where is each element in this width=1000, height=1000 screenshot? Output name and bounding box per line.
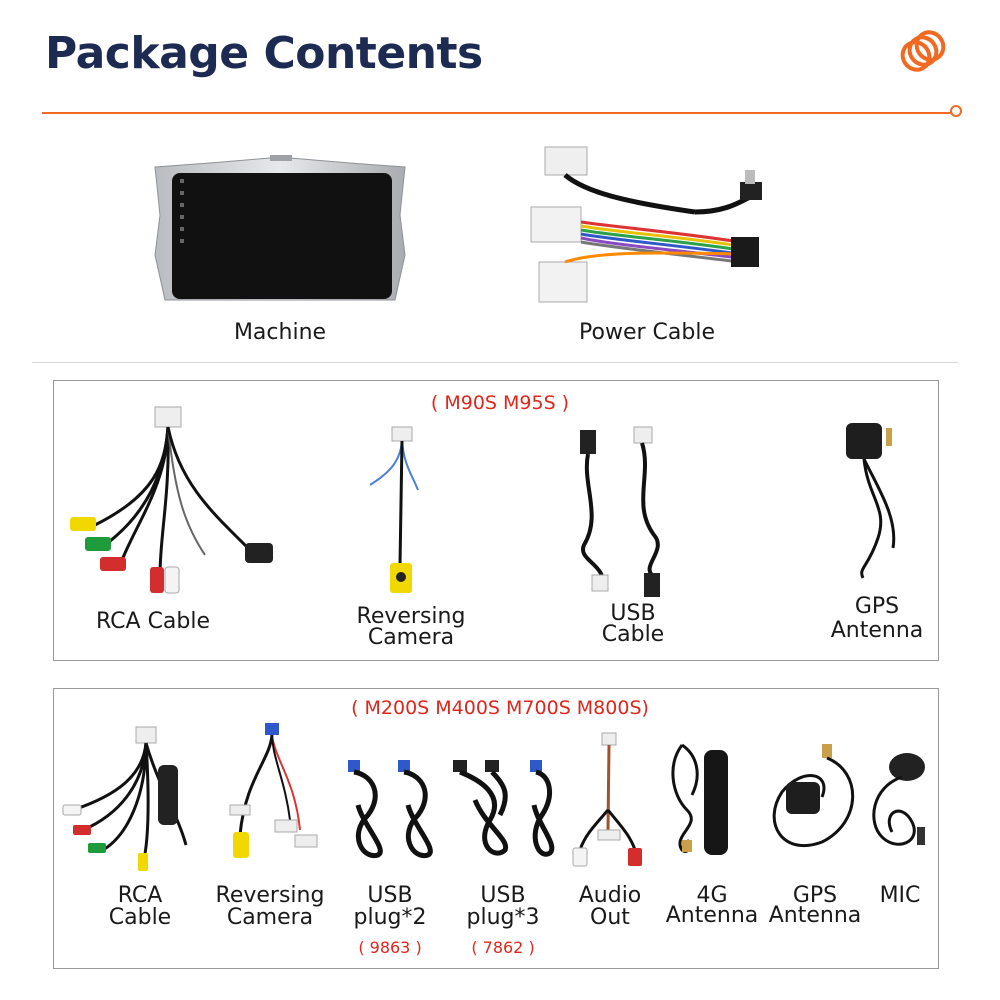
usb-plug-3-label-2: plug*3 — [466, 905, 540, 930]
usb-cable-label-2: Cable — [601, 622, 665, 647]
4g-antenna-label-1: 4G — [696, 883, 728, 908]
usb-plug-2-icon — [348, 760, 433, 859]
microphone-icon — [872, 753, 925, 846]
power-cable-label: Power Cable — [579, 320, 715, 345]
reversing-camera-label-2: Camera — [367, 625, 455, 650]
orange-coil-logo-icon — [900, 30, 946, 72]
rca-cable-label-2b: Cable — [108, 905, 172, 930]
gps-antenna-icon — [846, 423, 896, 579]
section-divider — [32, 362, 958, 363]
reversing-camera-label-2b: Camera — [226, 905, 314, 930]
usb-cable-icon — [580, 426, 660, 597]
car-stereo-unit-icon — [154, 155, 406, 301]
wiring-harness-icon — [530, 146, 762, 303]
4g-antenna-icon — [671, 743, 728, 855]
gps-antenna-label-2: Antenna — [830, 618, 924, 643]
usb-plug-2-code: ( 9863 ) — [358, 938, 422, 957]
rca-cable-icon — [70, 406, 273, 594]
group1-models-label: ( M90S M95S ) — [430, 392, 570, 414]
gps-antenna-label-1: GPS — [854, 594, 900, 619]
reversing-camera-label-2a: Reversing — [215, 883, 325, 908]
usb-plug-3-code: ( 7862 ) — [471, 938, 535, 957]
rca-cable-label: RCA Cable — [95, 609, 211, 634]
4g-antenna-label-2: Antenna — [665, 903, 759, 928]
usb-plug-3-label-1: USB — [480, 883, 526, 908]
divider-end-dot — [950, 105, 962, 117]
reversing-camera-cable-icon — [369, 426, 419, 593]
usb-plug-3-icon — [453, 760, 555, 857]
audio-out-cable-icon — [572, 732, 642, 867]
gps-antenna-label-2b: Antenna — [768, 903, 862, 928]
machine-label: Machine — [233, 320, 327, 345]
gps-antenna-icon-2 — [772, 744, 855, 848]
audio-out-label-2: Out — [590, 905, 630, 930]
usb-cable-label-1: USB — [610, 601, 656, 626]
group-m200s-m800s — [53, 688, 939, 969]
page-title: Package Contents — [45, 28, 483, 79]
group-m90s-m95s — [53, 380, 939, 661]
usb-plug-2-label-2: plug*2 — [353, 905, 427, 930]
header-divider — [42, 112, 952, 114]
usb-plug-2-label-1: USB — [367, 883, 413, 908]
group2-models-label: ( M200S M400S M700S M800S) — [351, 697, 649, 719]
audio-out-label-1: Audio — [578, 883, 642, 908]
rca-cable-label-2a: RCA — [117, 883, 163, 908]
mic-label: MIC — [879, 883, 921, 908]
gps-antenna-label-2a: GPS — [792, 883, 838, 908]
reversing-camera-label-1: Reversing — [356, 604, 466, 629]
rca-cable-icon-2 — [62, 726, 188, 871]
reversing-camera-cable-icon-2 — [229, 723, 318, 858]
